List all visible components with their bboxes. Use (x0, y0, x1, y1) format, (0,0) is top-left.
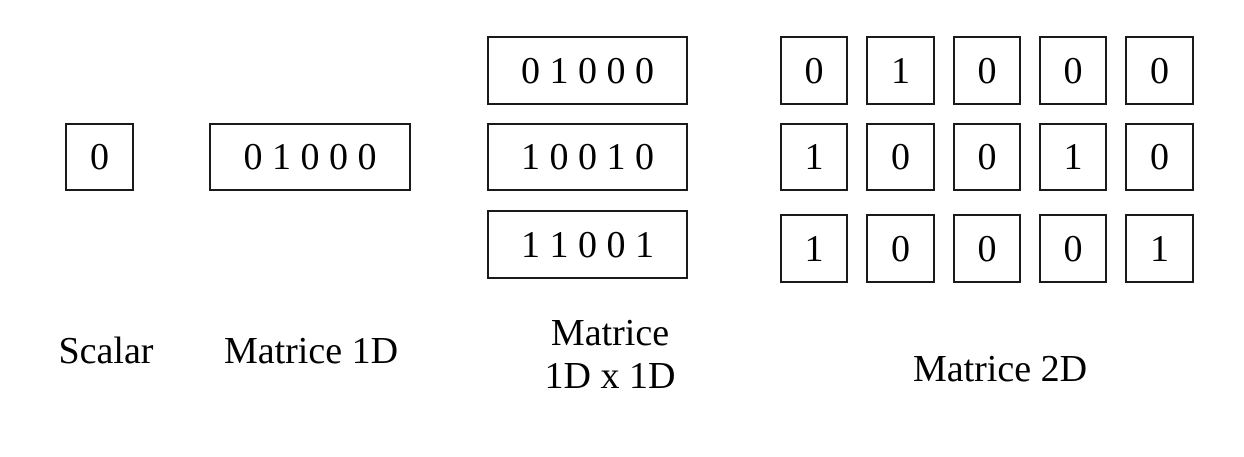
matrix-2d-cell: 0 (953, 214, 1021, 283)
matrix-2d-cell: 1 (866, 36, 935, 105)
matrix-2d-cell: 0 (1039, 36, 1107, 105)
matrix-2d-cell: 0 (953, 123, 1021, 191)
matrix-2d-cell: 0 (866, 123, 935, 191)
matrix-2d-cell: 0 (1039, 214, 1107, 283)
matrix-2d-cell: 0 (780, 36, 848, 105)
matrix-1dx1d-label: Matrice 1D x 1D (500, 312, 720, 397)
matrix-2d-label: Matrice 2D (912, 348, 1088, 390)
matrix-2d-cell: 0 (1125, 36, 1194, 105)
matrix-2d-cell: 0 (953, 36, 1021, 105)
matrix-2d-cell: 0 (1125, 123, 1194, 191)
matrix-1d-label: Matrice 1D (223, 330, 399, 372)
matrix-2d-cell: 1 (780, 214, 848, 283)
scalar-cell: 0 (65, 123, 134, 191)
matrix-2d-cell: 1 (1125, 214, 1194, 283)
matrix-1dx1d-row: 0 1 0 0 0 (487, 36, 688, 105)
matrix-1dx1d-label-line2: 1D x 1D (544, 354, 676, 397)
matrix-1dx1d-row: 1 0 0 1 0 (487, 123, 688, 191)
matrix-2d-cell: 0 (866, 214, 935, 283)
matrix-1dx1d-row: 1 1 0 0 1 (487, 210, 688, 279)
scalar-label: Scalar (58, 330, 154, 372)
matrix-1d-row: 0 1 0 0 0 (209, 123, 411, 191)
matrix-2d-cell: 1 (780, 123, 848, 191)
matrix-2d-cell: 1 (1039, 123, 1107, 191)
matrix-1dx1d-label-line1: Matrice (550, 312, 670, 354)
